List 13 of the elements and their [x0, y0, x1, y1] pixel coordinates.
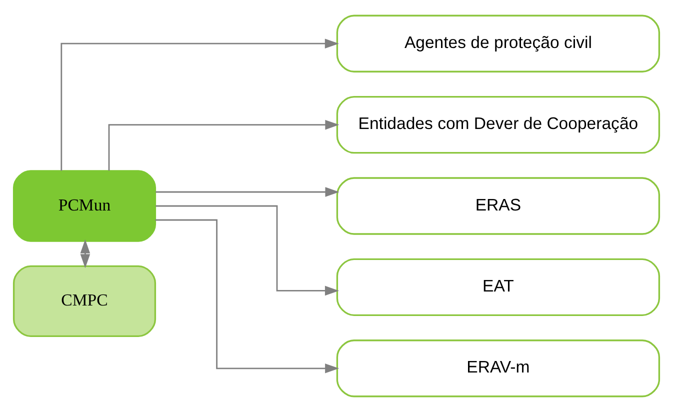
arrow — [155, 218, 340, 373]
arrow — [60, 38, 339, 170]
arrow — [156, 204, 339, 296]
node-box: CMPC — [12, 264, 156, 337]
node-box: Agentes de proteção civil — [336, 14, 660, 72]
node-box: ERAS — [336, 176, 660, 234]
node-box: EAT — [336, 258, 660, 316]
arrow — [108, 119, 340, 170]
node-box: Entidades com Dever de Cooperação — [336, 95, 660, 154]
arrow — [80, 238, 90, 268]
node-box: PCMun — [12, 170, 156, 242]
node-box: ERAV-m — [336, 339, 660, 397]
arrow — [156, 186, 340, 196]
